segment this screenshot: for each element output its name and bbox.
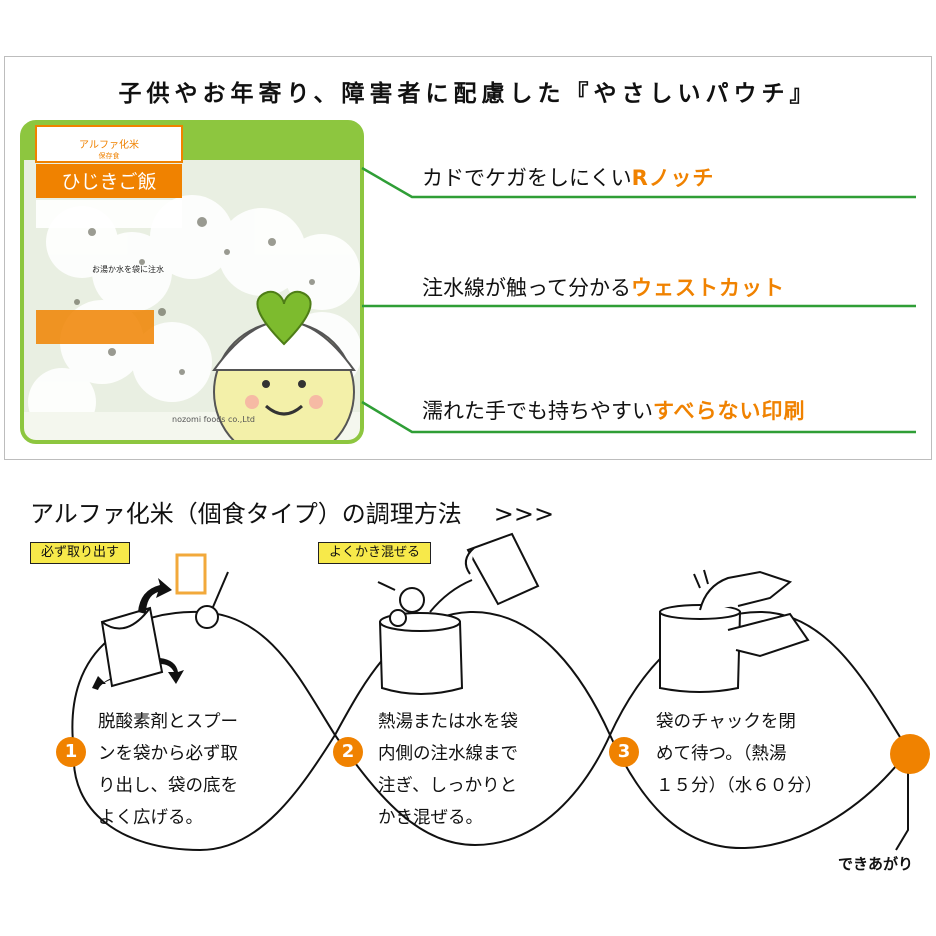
pouch-notice: お湯か水を袋に注水 <box>92 264 164 274</box>
feature-emphasis: すべらない印刷 <box>653 399 806 423</box>
feature-r-notch: カドでケガをしにくいRノッチ <box>422 166 715 190</box>
pouch-image: アルファ化米 保存食 ひじきご飯 お湯か水を袋に注水 nozomi foods … <box>20 120 364 444</box>
pouch-brand-sub: 保存食 <box>99 151 120 160</box>
feature-emphasis: ウェストカット <box>630 276 785 300</box>
panel-title: 子供やお年寄り、障害者に配慮した『やさしいパウチ』 <box>118 81 818 107</box>
step2-illustration <box>377 532 540 695</box>
pouch-maker: nozomi foods co.,Ltd <box>172 415 255 424</box>
step-number-3: 3 <box>609 737 639 767</box>
arrows-icon: >>> <box>493 500 555 528</box>
step-number-2: 2 <box>333 737 363 767</box>
feature-nonslip-print: 濡れた手でも持ちやすいすべらない印刷 <box>422 399 806 423</box>
step-3-text: 袋のチャックを閉 めて待つ。（熱湯 １５分）（水６０分） <box>656 712 823 796</box>
step-number-1: 1 <box>56 737 86 767</box>
done-marker <box>890 734 930 774</box>
callout-lines <box>361 166 916 434</box>
feature-emphasis: Rノッチ <box>631 166 715 190</box>
pouch-brand: アルファ化米 <box>79 138 139 151</box>
tag-stir: よくかき混ぜる <box>318 542 432 564</box>
feature-panel <box>4 56 932 460</box>
step-2-text: 熱湯または水を袋 内側の注水線まで 注ぎ、しっかりと かき混ぜる。 <box>378 712 518 828</box>
step-1-text: 脱酸素剤とスプー ンを袋から必ず取 り出し、袋の底を よく広げる。 <box>98 712 238 828</box>
step1-illustration <box>100 553 229 688</box>
pouch-product: ひじきご飯 <box>61 171 156 193</box>
feature-waist-cut: 注水線が触って分かるウェストカット <box>422 276 785 300</box>
tag-remove: 必ず取り出す <box>30 542 131 564</box>
done-label: できあがり <box>838 855 914 873</box>
step3-illustration <box>659 569 810 693</box>
section-title: アルファ化米（個食タイプ）の調理方法>>> <box>30 500 555 528</box>
